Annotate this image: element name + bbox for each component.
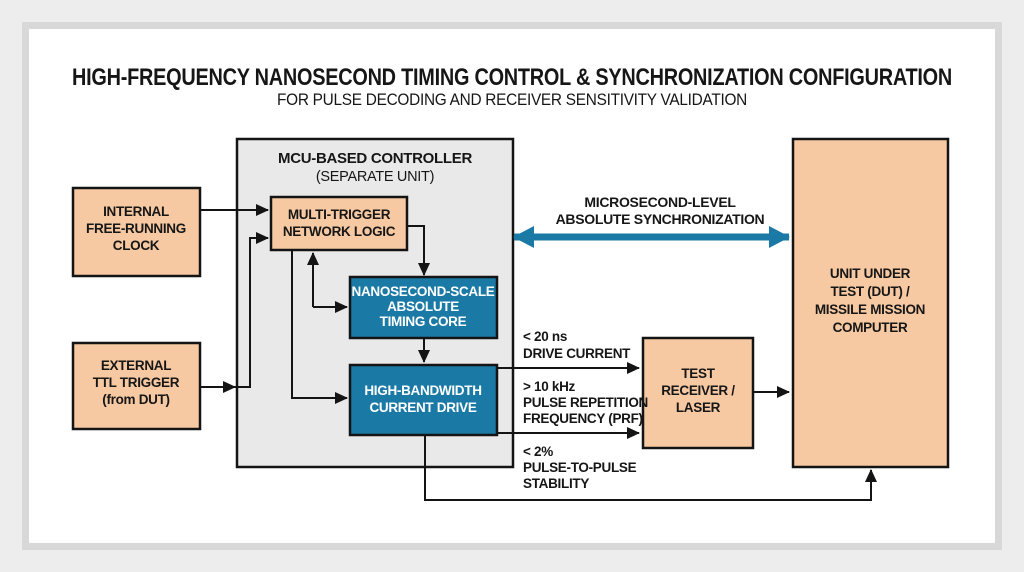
label-line: LASER bbox=[676, 400, 721, 415]
label-line: ABSOLUTE bbox=[387, 299, 459, 314]
label-line: PULSE-TO-PULSE bbox=[523, 460, 637, 475]
label-line: TEST (DUT) / bbox=[831, 284, 910, 299]
annotation-prf: > 10 kHz PULSE REPETITION FREQUENCY (PRF… bbox=[523, 379, 648, 426]
label-line: INTERNAL bbox=[103, 204, 169, 219]
external-trigger-box bbox=[71, 341, 202, 431]
annotation-stability: < 2% PULSE-TO-PULSE STABILITY bbox=[523, 444, 637, 491]
label-line: MULTI-TRIGGER bbox=[288, 207, 391, 222]
connectors bbox=[200, 204, 877, 501]
internal-clock-box bbox=[71, 186, 202, 278]
label-line: DRIVE CURRENT bbox=[523, 346, 631, 361]
label-line: CLOCK bbox=[113, 238, 160, 253]
label-line: TEST bbox=[681, 366, 715, 381]
arrow-stability-feedback-to-dut bbox=[424, 435, 877, 501]
label-line: < 20 ns bbox=[523, 329, 567, 344]
node-unit-under-test: UNIT UNDER TEST (DUT) / MISSILE MISSION … bbox=[791, 137, 950, 469]
node-test-receiver-laser: TEST RECEIVER / LASER bbox=[641, 336, 755, 450]
node-internal-clock: INTERNAL FREE-RUNNING CLOCK bbox=[71, 186, 202, 278]
node-external-ttl-trigger: EXTERNAL TTL TRIGGER (from DUT) bbox=[71, 341, 202, 431]
label-line: HIGH-BANDWIDTH bbox=[364, 383, 481, 398]
label-line: UNIT UNDER bbox=[830, 266, 911, 281]
node-nanosecond-timing-core: NANOSECOND-SCALE ABSOLUTE TIMING CORE bbox=[348, 275, 499, 340]
label-line: NETWORK LOGIC bbox=[283, 224, 396, 239]
label-line: MICROSECOND-LEVEL bbox=[584, 194, 736, 210]
label-line: STABILITY bbox=[523, 476, 589, 491]
figure-title: HIGH-FREQUENCY NANOSECOND TIMING CONTROL… bbox=[72, 64, 952, 91]
dut-box bbox=[791, 137, 950, 469]
label-line: > 10 kHz bbox=[523, 379, 576, 394]
arrow-trigger-logic-to-current-drive bbox=[291, 250, 348, 404]
label-line: CURRENT DRIVE bbox=[369, 400, 476, 415]
label-line: RECEIVER / bbox=[661, 383, 735, 398]
label-line: NANOSECOND-SCALE bbox=[352, 284, 495, 299]
label-line: FREE-RUNNING bbox=[86, 221, 186, 236]
label-line: FREQUENCY (PRF) bbox=[523, 411, 643, 426]
label-line: ABSOLUTE SYNCHRONIZATION bbox=[556, 211, 765, 227]
label-line: (from DUT) bbox=[102, 392, 170, 407]
mcu-panel-subtitle: (SEPARATE UNIT) bbox=[316, 169, 434, 185]
current-drive-box bbox=[348, 363, 499, 437]
label-line: EXTERNAL bbox=[101, 358, 171, 373]
multi-trigger-box bbox=[269, 195, 409, 252]
node-multi-trigger-network-logic: MULTI-TRIGGER NETWORK LOGIC bbox=[269, 195, 409, 252]
figure-subtitle: FOR PULSE DECODING AND RECEIVER SENSITIV… bbox=[277, 90, 747, 109]
label-line: PULSE REPETITION bbox=[523, 395, 648, 410]
timing-core-box bbox=[348, 275, 499, 340]
test-receiver-box bbox=[641, 336, 755, 450]
label-line: < 2% bbox=[523, 444, 553, 459]
annotation-sync: MICROSECOND-LEVEL ABSOLUTE SYNCHRONIZATI… bbox=[556, 194, 765, 227]
arrow-trigger-logic-to-timing-core-top bbox=[407, 225, 430, 276]
label-line: TIMING CORE bbox=[380, 314, 467, 329]
label-line: MISSILE MISSION bbox=[815, 302, 925, 317]
node-high-bandwidth-current-drive: HIGH-BANDWIDTH CURRENT DRIVE bbox=[348, 363, 499, 437]
label-line: TTL TRIGGER bbox=[93, 375, 180, 390]
annotation-drive-current: < 20 ns DRIVE CURRENT bbox=[523, 329, 631, 361]
label-line: COMPUTER bbox=[833, 320, 908, 335]
mcu-panel-title: MCU-BASED CONTROLLER bbox=[278, 150, 472, 167]
